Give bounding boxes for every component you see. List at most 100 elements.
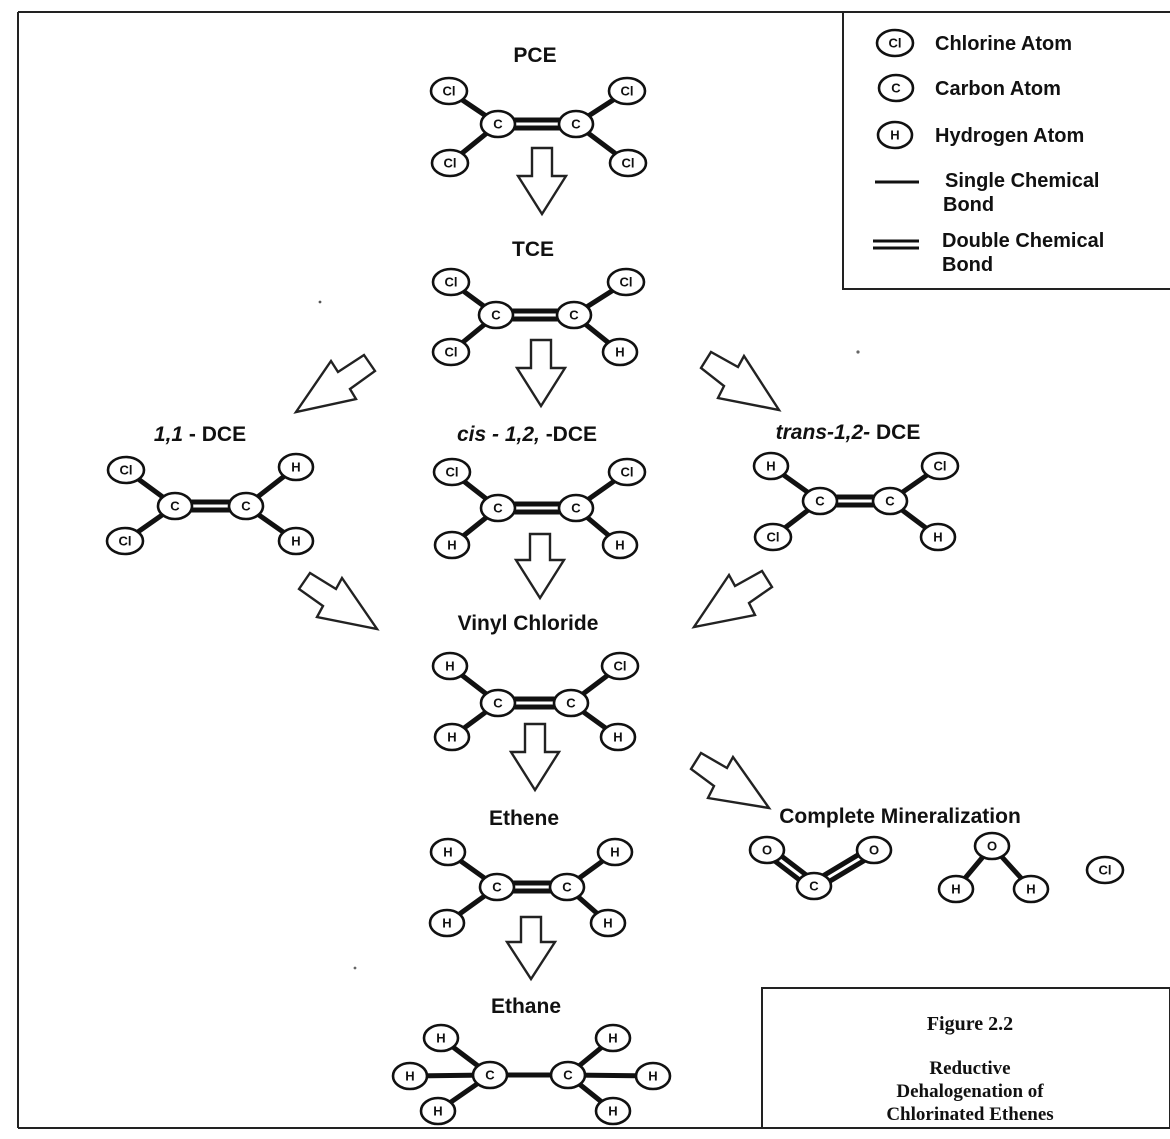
arrow-vinyl-to-mineralization xyxy=(689,751,772,810)
dce-trans-label: trans-1,2- DCE xyxy=(776,421,921,444)
carbon-atom-ring xyxy=(548,872,586,902)
hydrogen-atom: H xyxy=(422,1023,460,1053)
carbon-atom: C xyxy=(479,109,517,139)
carbon-atom: C xyxy=(549,1060,587,1090)
hydrogen-atom: H xyxy=(277,452,315,482)
carbon-atom-symbol: C xyxy=(563,1068,573,1083)
chlorine-atom-ring xyxy=(875,28,915,58)
hydrogen-atom: H xyxy=(419,1096,457,1126)
chlorine-atom-symbol: Cl xyxy=(444,156,457,171)
hydrogen-atom: H xyxy=(277,526,315,556)
hydrogen-atom-symbol: H xyxy=(613,730,622,745)
carbon-atom-symbol: C xyxy=(170,499,180,514)
arrow-tce-to-cis-dce xyxy=(514,338,568,409)
oxygen-atom-ring xyxy=(748,835,786,865)
chlorine-atom-symbol: Cl xyxy=(445,345,458,360)
carbon-atom: C xyxy=(801,486,839,516)
hydrogen-atom-symbol: H xyxy=(951,882,960,897)
carbon-atom: C xyxy=(552,688,590,718)
hydrogen-atom: H xyxy=(601,337,639,367)
carbon-atom-ring xyxy=(227,491,265,521)
tce-label: TCE xyxy=(512,238,554,261)
hydrogen-atom-symbol: H xyxy=(1026,882,1035,897)
chlorine-atom-ring xyxy=(1085,855,1125,885)
chlorine-atom: Cl xyxy=(106,455,146,485)
hydrogen-atom-symbol: H xyxy=(445,659,454,674)
hydrogen-atom-symbol: H xyxy=(608,1031,617,1046)
oxygen-atom-symbol: O xyxy=(762,843,772,858)
dce-cis-prefix: cis - 1,2, xyxy=(457,423,540,446)
carbon-atom-symbol: C xyxy=(492,880,502,895)
chlorine-atom-symbol: Cl xyxy=(622,156,635,171)
hydrogen-atom-ring xyxy=(422,1023,460,1053)
carbon-atom-ring xyxy=(557,109,595,139)
hydrogen-atom-ring xyxy=(596,837,634,867)
legend-double-label-2: Bond xyxy=(942,254,993,276)
dce-11-label: 1,1 - DCE xyxy=(154,423,246,446)
oxygen-atom-symbol: O xyxy=(869,843,879,858)
carbon-atom: C xyxy=(156,491,194,521)
chlorine-atom: Cl xyxy=(600,651,640,681)
carbon-atom-ring xyxy=(871,486,909,516)
carbon-atom-ring xyxy=(801,486,839,516)
hydrogen-atom-ring xyxy=(634,1061,672,1091)
chlorine-atom-symbol: Cl xyxy=(889,36,902,51)
legend-box xyxy=(842,11,1170,290)
hydrogen-atom-symbol: H xyxy=(766,459,775,474)
oxygen-atom: O xyxy=(855,835,893,865)
chlorine-atom-ring xyxy=(920,451,960,481)
carbon-atom: C xyxy=(871,486,909,516)
carbon-atom: C xyxy=(479,688,517,718)
chlorine-atom-ring xyxy=(105,526,145,556)
chlorine-atom: Cl xyxy=(607,457,647,487)
carbon-atom: C xyxy=(471,1060,509,1090)
carbon-atom-symbol: C xyxy=(809,879,819,894)
arrow-11-dce-to-vinyl xyxy=(297,571,380,631)
chlorine-atom: Cl xyxy=(1085,855,1125,885)
hydrogen-atom-ring xyxy=(429,837,467,867)
chlorine-atom: Cl xyxy=(753,522,793,552)
legend-hydrogen-label: Hydrogen Atom xyxy=(935,125,1084,147)
hydrogen-atom-ring xyxy=(752,451,790,481)
hydrogen-atom-symbol: H xyxy=(608,1104,617,1119)
legend-chlorine-label: Chlorine Atom xyxy=(935,33,1072,55)
legend: Chlorine Atom Carbon Atom Hydrogen Atom … xyxy=(842,11,1170,290)
carbon-atom-symbol: C xyxy=(891,81,901,96)
carbon-atom-symbol: C xyxy=(566,696,576,711)
carbon-atom: C xyxy=(555,300,593,330)
hydrogen-atom-ring xyxy=(601,530,639,560)
hydrogen-atom-symbol: H xyxy=(443,845,452,860)
hydrogen-atom-ring xyxy=(277,452,315,482)
hydrogen-atom-ring xyxy=(589,908,627,938)
chlorine-atom: Cl xyxy=(430,148,470,178)
chlorine-atom: Cl xyxy=(105,526,145,556)
hydrogen-atom: H xyxy=(919,522,957,552)
chloride-ion: Cl xyxy=(1085,855,1125,885)
carbon-atom: C xyxy=(477,300,515,330)
dce-cis-suffix: -DCE xyxy=(540,423,597,446)
chlorine-atom-ring xyxy=(106,455,146,485)
hydrogen-atom: H xyxy=(1012,874,1050,904)
chlorine-atom: Cl xyxy=(608,148,648,178)
chlorine-atom-ring xyxy=(429,76,469,106)
vinyl-chloride-label: Vinyl Chloride xyxy=(458,612,599,635)
hydrogen-atom: H xyxy=(752,451,790,481)
carbon-atom-symbol: C xyxy=(815,494,825,509)
hydrogen-atom: H xyxy=(589,908,627,938)
chlorine-atom: Cl xyxy=(607,76,647,106)
hydrogen-atom-symbol: H xyxy=(447,730,456,745)
chlorine-atom: Cl xyxy=(920,451,960,481)
oxygen-atom: O xyxy=(748,835,786,865)
hydrogen-atom-ring xyxy=(277,526,315,556)
carbon-atom: C xyxy=(478,872,516,902)
chlorine-atom-ring xyxy=(432,457,472,487)
arrow-ethene-to-ethane xyxy=(504,915,558,982)
carbon-atom-ring xyxy=(478,872,516,902)
hydrogen-atom-ring xyxy=(599,722,637,752)
hydrogen-atom-ring xyxy=(419,1096,457,1126)
hydrogen-atom-ring xyxy=(431,651,469,681)
caption-line-3: Chlorinated Ethenes xyxy=(886,1104,1053,1125)
